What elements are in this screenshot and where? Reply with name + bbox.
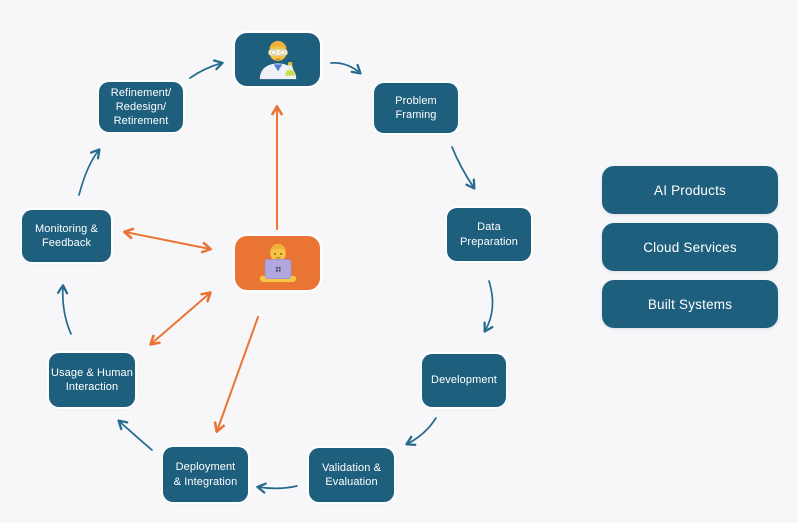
arrow-problem-framing-to-data-preparation	[451, 146, 476, 190]
node-validation: Validation & Evaluation	[309, 448, 394, 502]
node-refinement-label: Refinement/ Redesign/ Retirement	[110, 86, 172, 128]
node-deployment: Deployment & Integration	[163, 447, 248, 502]
node-problem-framing: Problem Framing	[374, 83, 458, 133]
arrow-scientist-to-problem-framing	[330, 62, 362, 75]
arrow-usage-to-monitoring	[56, 284, 72, 335]
node-data-preparation-label: Data Preparation	[460, 221, 518, 248]
arrow-center-to-deployment	[213, 316, 259, 433]
node-refinement: Refinement/ Redesign/ Retirement	[99, 82, 183, 132]
output-ai-products-label: AI Products	[654, 182, 726, 198]
node-data-preparation: Data Preparation	[447, 208, 531, 261]
arrow-development-to-validation	[405, 417, 437, 447]
node-validation-label: Validation & Evaluation	[321, 461, 382, 488]
node-monitoring-label: Monitoring & Feedback	[35, 222, 98, 249]
arrow-center-usage-two-way	[149, 291, 212, 346]
node-usage: Usage & Human Interaction	[49, 353, 135, 407]
output-cloud-services-label: Cloud Services	[643, 239, 737, 255]
output-button-cloud-services: Cloud Services	[602, 223, 778, 271]
scientist-emoji	[259, 40, 296, 79]
arrow-validation-to-deployment	[256, 482, 298, 494]
arrow-monitoring-to-refinement	[78, 148, 101, 196]
scientist-node	[235, 33, 320, 86]
node-usage-label: Usage & Human Interaction	[50, 366, 133, 393]
output-built-systems-label: Built Systems	[647, 296, 733, 312]
node-development: Development	[422, 354, 506, 407]
output-button-ai-products: AI Products	[602, 166, 778, 214]
node-development-label: Development	[431, 374, 497, 387]
node-monitoring: Monitoring & Feedback	[22, 210, 111, 262]
arrow-refinement-to-scientist	[189, 59, 224, 79]
person-at-laptop-emoji	[259, 243, 296, 283]
node-deployment-label: Deployment & Integration	[173, 461, 238, 488]
arrow-data-preparation-to-development	[483, 280, 494, 333]
arrow-center-monitoring-two-way	[123, 227, 212, 254]
node-problem-framing-label: Problem Framing	[395, 94, 437, 121]
output-button-built-systems: Built Systems	[602, 280, 778, 328]
center-person-node	[235, 236, 320, 290]
arrow-deployment-to-usage	[117, 419, 153, 451]
